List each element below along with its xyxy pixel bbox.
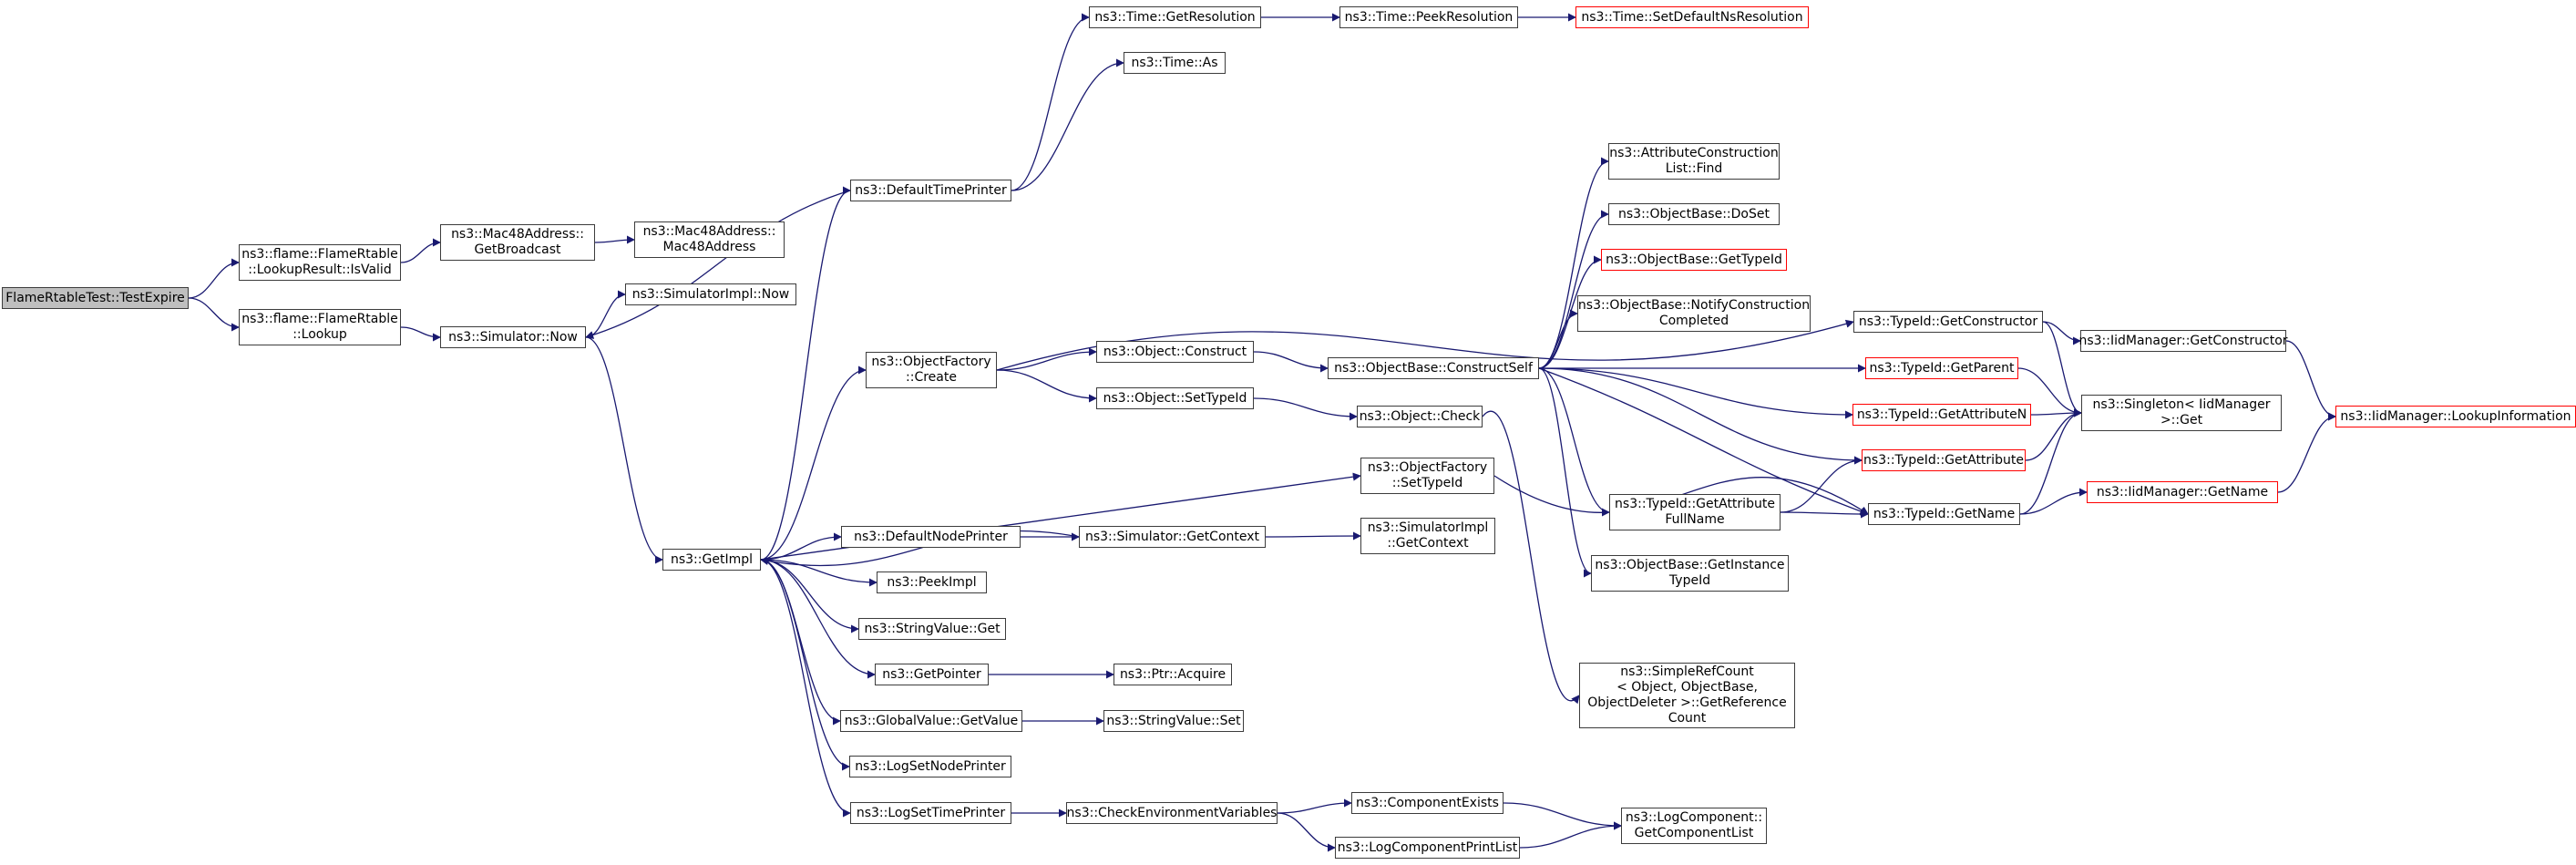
node-root[interactable]: FlameRtableTest::TestExpire bbox=[2, 287, 189, 309]
node-singleton-iidmanager-get[interactable]: ns3::Singleton< IidManager >::Get bbox=[2081, 395, 2282, 431]
edge-deftimeprinter-to-getres bbox=[1011, 13, 1090, 191]
edge-constructself-to-getattribute bbox=[1538, 367, 1863, 465]
edge-compexists-to-logcompgetlist bbox=[1503, 802, 1622, 830]
node-defaultnodeprinter[interactable]: ns3::DefaultNodePrinter bbox=[841, 526, 1021, 548]
node-objectbase-constructself[interactable]: ns3::ObjectBase::ConstructSelf bbox=[1328, 357, 1539, 379]
node-time-peekresolution[interactable]: ns3::Time::PeekResolution bbox=[1339, 6, 1518, 28]
node-object-check[interactable]: ns3::Object::Check bbox=[1357, 406, 1483, 427]
node-time-as[interactable]: ns3::Time::As bbox=[1124, 52, 1226, 74]
edge-getattrfullname-to-getattribute bbox=[1780, 456, 1863, 513]
node-getpointer[interactable]: ns3::GetPointer bbox=[875, 664, 989, 685]
node-simulator-getcontext[interactable]: ns3::Simulator::GetContext bbox=[1079, 526, 1266, 548]
edge-root-to-lookup bbox=[188, 297, 240, 332]
edge-deftimeprinter-to-simnow bbox=[585, 190, 851, 339]
edge-getimpl-to-peekimpl bbox=[760, 559, 877, 587]
edge-checkenv-to-compexists bbox=[1277, 798, 1352, 814]
node-peekimpl[interactable]: ns3::PeekImpl bbox=[877, 572, 987, 593]
edge-getbroadcast-to-mac48 bbox=[594, 235, 635, 244]
edge-getconstructor-to-iidgetconstructor bbox=[2042, 321, 2081, 345]
edge-simgetcontext-to-getimpl bbox=[760, 530, 1080, 567]
edge-lookup-to-simnow bbox=[400, 326, 441, 342]
node-mac48address[interactable]: ns3::Mac48Address:: Mac48Address bbox=[634, 221, 785, 258]
node-objectbase-notifyconstructioncompleted[interactable]: ns3::ObjectBase::NotifyConstruction Comp… bbox=[1577, 295, 1811, 332]
node-typeid-getattributen[interactable]: ns3::TypeId::GetAttributeN bbox=[1852, 404, 2031, 426]
node-isvalid[interactable]: ns3::flame::FlameRtable ::LookupResult::… bbox=[239, 244, 401, 281]
edge-getattribute-to-singletonget bbox=[2025, 408, 2082, 461]
node-lookup[interactable]: ns3::flame::FlameRtable ::Lookup bbox=[239, 309, 401, 345]
edge-iidgetname-to-lookupinfo bbox=[2277, 412, 2336, 493]
edge-getname-to-singletonget bbox=[2019, 408, 2082, 515]
edge-constructself-to-notifycc bbox=[1538, 309, 1578, 369]
edge-ofcreate-to-objconstruct bbox=[996, 347, 1097, 371]
edge-constructself-to-attrfind bbox=[1538, 157, 1609, 369]
node-stringvalue-get[interactable]: ns3::StringValue::Get bbox=[858, 618, 1006, 640]
edge-ofcreate-to-objsettypeid bbox=[996, 369, 1097, 403]
node-typeid-getparent[interactable]: ns3::TypeId::GetParent bbox=[1865, 357, 2018, 379]
edge-constructself-to-getattributen bbox=[1538, 367, 1853, 419]
node-simplerefcount-getreferencecount[interactable]: ns3::SimpleRefCount < Object, ObjectBase… bbox=[1579, 663, 1795, 728]
node-objectbase-doset[interactable]: ns3::ObjectBase::DoSet bbox=[1608, 203, 1780, 225]
edge-constructself-to-getattrfullname bbox=[1538, 367, 1610, 517]
node-typeid-getconstructor[interactable]: ns3::TypeId::GetConstructor bbox=[1853, 311, 2043, 333]
edge-getimpl-to-logsetnodeprinter bbox=[760, 559, 850, 771]
edge-getparent-to-singletonget bbox=[2017, 367, 2082, 417]
node-simulatorimpl-getcontext[interactable]: ns3::SimulatorImpl ::GetContext bbox=[1360, 518, 1495, 554]
node-objectfactory-settypeid[interactable]: ns3::ObjectFactory ::SetTypeId bbox=[1360, 458, 1494, 494]
node-simulatorimpl-now[interactable]: ns3::SimulatorImpl::Now bbox=[625, 283, 796, 305]
node-typeid-getattributefullname[interactable]: ns3::TypeId::GetAttribute FullName bbox=[1609, 494, 1781, 530]
edge-getimpl-to-deftimeprinter bbox=[760, 186, 851, 561]
edge-getname-to-iidgetname bbox=[2019, 488, 2088, 515]
edge-simgetcontext-to-simimplgetcontext bbox=[1265, 531, 1361, 541]
node-logsetnodeprinter[interactable]: ns3::LogSetNodePrinter bbox=[849, 756, 1011, 777]
node-objectfactory-create[interactable]: ns3::ObjectFactory ::Create bbox=[866, 352, 997, 388]
node-ptr-acquire[interactable]: ns3::Ptr::Acquire bbox=[1114, 664, 1232, 685]
node-iidmanager-getconstructor[interactable]: ns3::IidManager::GetConstructor bbox=[2078, 330, 2288, 352]
edge-isvalid-to-getbroadcast bbox=[400, 238, 441, 263]
edge-logcompprintlist-to-logcompgetlist bbox=[1519, 821, 1622, 849]
edge-objsettypeid-to-objcheck bbox=[1253, 397, 1358, 421]
edge-getimpl-to-getpointer bbox=[760, 559, 876, 679]
node-iidmanager-lookupinformation[interactable]: ns3::IidManager::LookupInformation bbox=[2335, 406, 2576, 427]
node-time-setdefaultnsresolution[interactable]: ns3::Time::SetDefaultNsResolution bbox=[1575, 6, 1809, 28]
edge-objcheck-to-simplerefcount bbox=[1482, 410, 1580, 705]
edge-constructself-to-getinstancetypeid bbox=[1538, 367, 1592, 578]
node-componentexists[interactable]: ns3::ComponentExists bbox=[1351, 792, 1504, 814]
node-objectbase-gettypeid[interactable]: ns3::ObjectBase::GetTypeId bbox=[1601, 249, 1787, 271]
edge-iidgetconstructor-to-lookupinfo bbox=[2285, 340, 2336, 421]
node-object-construct[interactable]: ns3::Object::Construct bbox=[1096, 341, 1254, 363]
node-checkenvironmentvariables[interactable]: ns3::CheckEnvironmentVariables bbox=[1066, 802, 1278, 824]
edge-simnow-to-getimpl bbox=[585, 336, 663, 564]
edge-getconstructor-to-singletonget bbox=[2042, 321, 2082, 417]
node-logsettimeprinter[interactable]: ns3::LogSetTimePrinter bbox=[850, 802, 1011, 824]
node-typeid-getattribute[interactable]: ns3::TypeId::GetAttribute bbox=[1862, 449, 2026, 471]
node-simulator-now[interactable]: ns3::Simulator::Now bbox=[440, 326, 586, 348]
edge-constructself-to-getname bbox=[1538, 367, 1869, 516]
edge-objconstruct-to-constructself bbox=[1253, 351, 1329, 373]
edge-deftimeprinter-to-timeas bbox=[1011, 58, 1124, 191]
edge-checkenv-to-logcompprintlist bbox=[1277, 812, 1336, 852]
node-stringvalue-set[interactable]: ns3::StringValue::Set bbox=[1103, 710, 1244, 732]
node-object-settypeid[interactable]: ns3::Object::SetTypeId bbox=[1096, 387, 1254, 409]
node-defaulttimeprinter[interactable]: ns3::DefaultTimePrinter bbox=[850, 180, 1011, 201]
node-globalvalue-getvalue[interactable]: ns3::GlobalValue::GetValue bbox=[840, 710, 1022, 732]
node-time-getresolution[interactable]: ns3::Time::GetResolution bbox=[1089, 6, 1261, 28]
edge-getattrfullname-to-getname bbox=[1780, 510, 1869, 519]
node-getbroadcast[interactable]: ns3::Mac48Address:: GetBroadcast bbox=[440, 224, 595, 261]
node-iidmanager-getname[interactable]: ns3::IidManager::GetName bbox=[2087, 481, 2278, 503]
edge-constructself-to-doset bbox=[1538, 210, 1609, 369]
edge-getimpl-to-logsettimeprinter bbox=[760, 559, 851, 818]
edge-getimpl-to-defnodeprinter bbox=[760, 532, 842, 561]
node-logcomponentprintlist[interactable]: ns3::LogComponentPrintList bbox=[1335, 837, 1520, 859]
edge-root-to-isvalid bbox=[188, 258, 240, 299]
edge-ofcreate-to-getconstructor bbox=[996, 319, 1854, 371]
node-getimpl[interactable]: ns3::GetImpl bbox=[662, 549, 761, 571]
edge-getimpl-to-ofcreate bbox=[760, 366, 867, 561]
node-objectbase-getinstancetypeid[interactable]: ns3::ObjectBase::GetInstance TypeId bbox=[1591, 555, 1789, 592]
node-attributeconstructionlist-find[interactable]: ns3::AttributeConstruction List::Find bbox=[1608, 143, 1780, 180]
node-logcomponent-getcomponentlist[interactable]: ns3::LogComponent:: GetComponentList bbox=[1621, 808, 1767, 844]
node-typeid-getname[interactable]: ns3::TypeId::GetName bbox=[1868, 503, 2020, 525]
